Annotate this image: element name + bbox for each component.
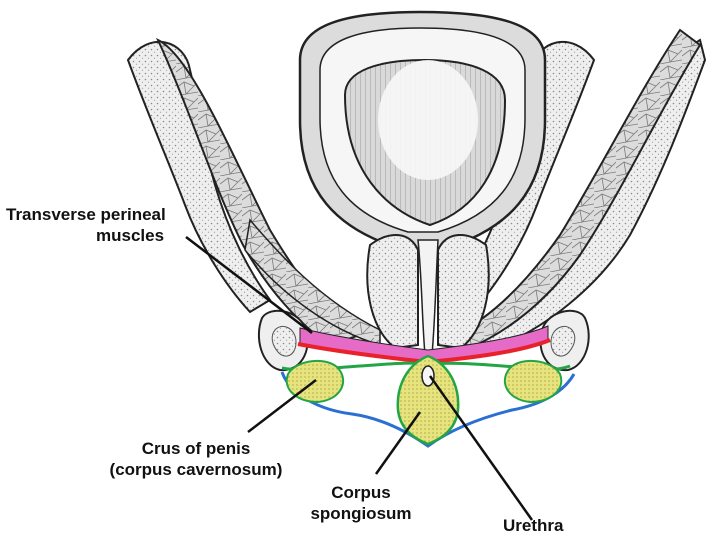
label-urethra: Urethra [503,515,563,536]
label-crus-line1: Crus of penis [106,438,286,459]
label-transverse-line1: Transverse perineal [6,204,166,225]
label-transverse-line2: muscles [6,225,166,246]
leader-crus [248,380,316,432]
label-corpus-line2: spongiosum [296,503,426,524]
label-corpus-line1: Corpus [296,482,426,503]
label-corpus-spongiosum: Corpus spongiosum [296,482,426,524]
label-urethra-text: Urethra [503,515,563,536]
prostate [367,235,488,355]
urethra-lumen [422,366,434,386]
right-crus-of-penis [505,361,561,402]
label-crus-line2: (corpus cavernosum) [106,459,286,480]
bladder [300,12,545,250]
label-transverse-perineal-muscles: Transverse perineal muscles [6,204,166,246]
label-crus-of-penis: Crus of penis (corpus cavernosum) [106,438,286,480]
